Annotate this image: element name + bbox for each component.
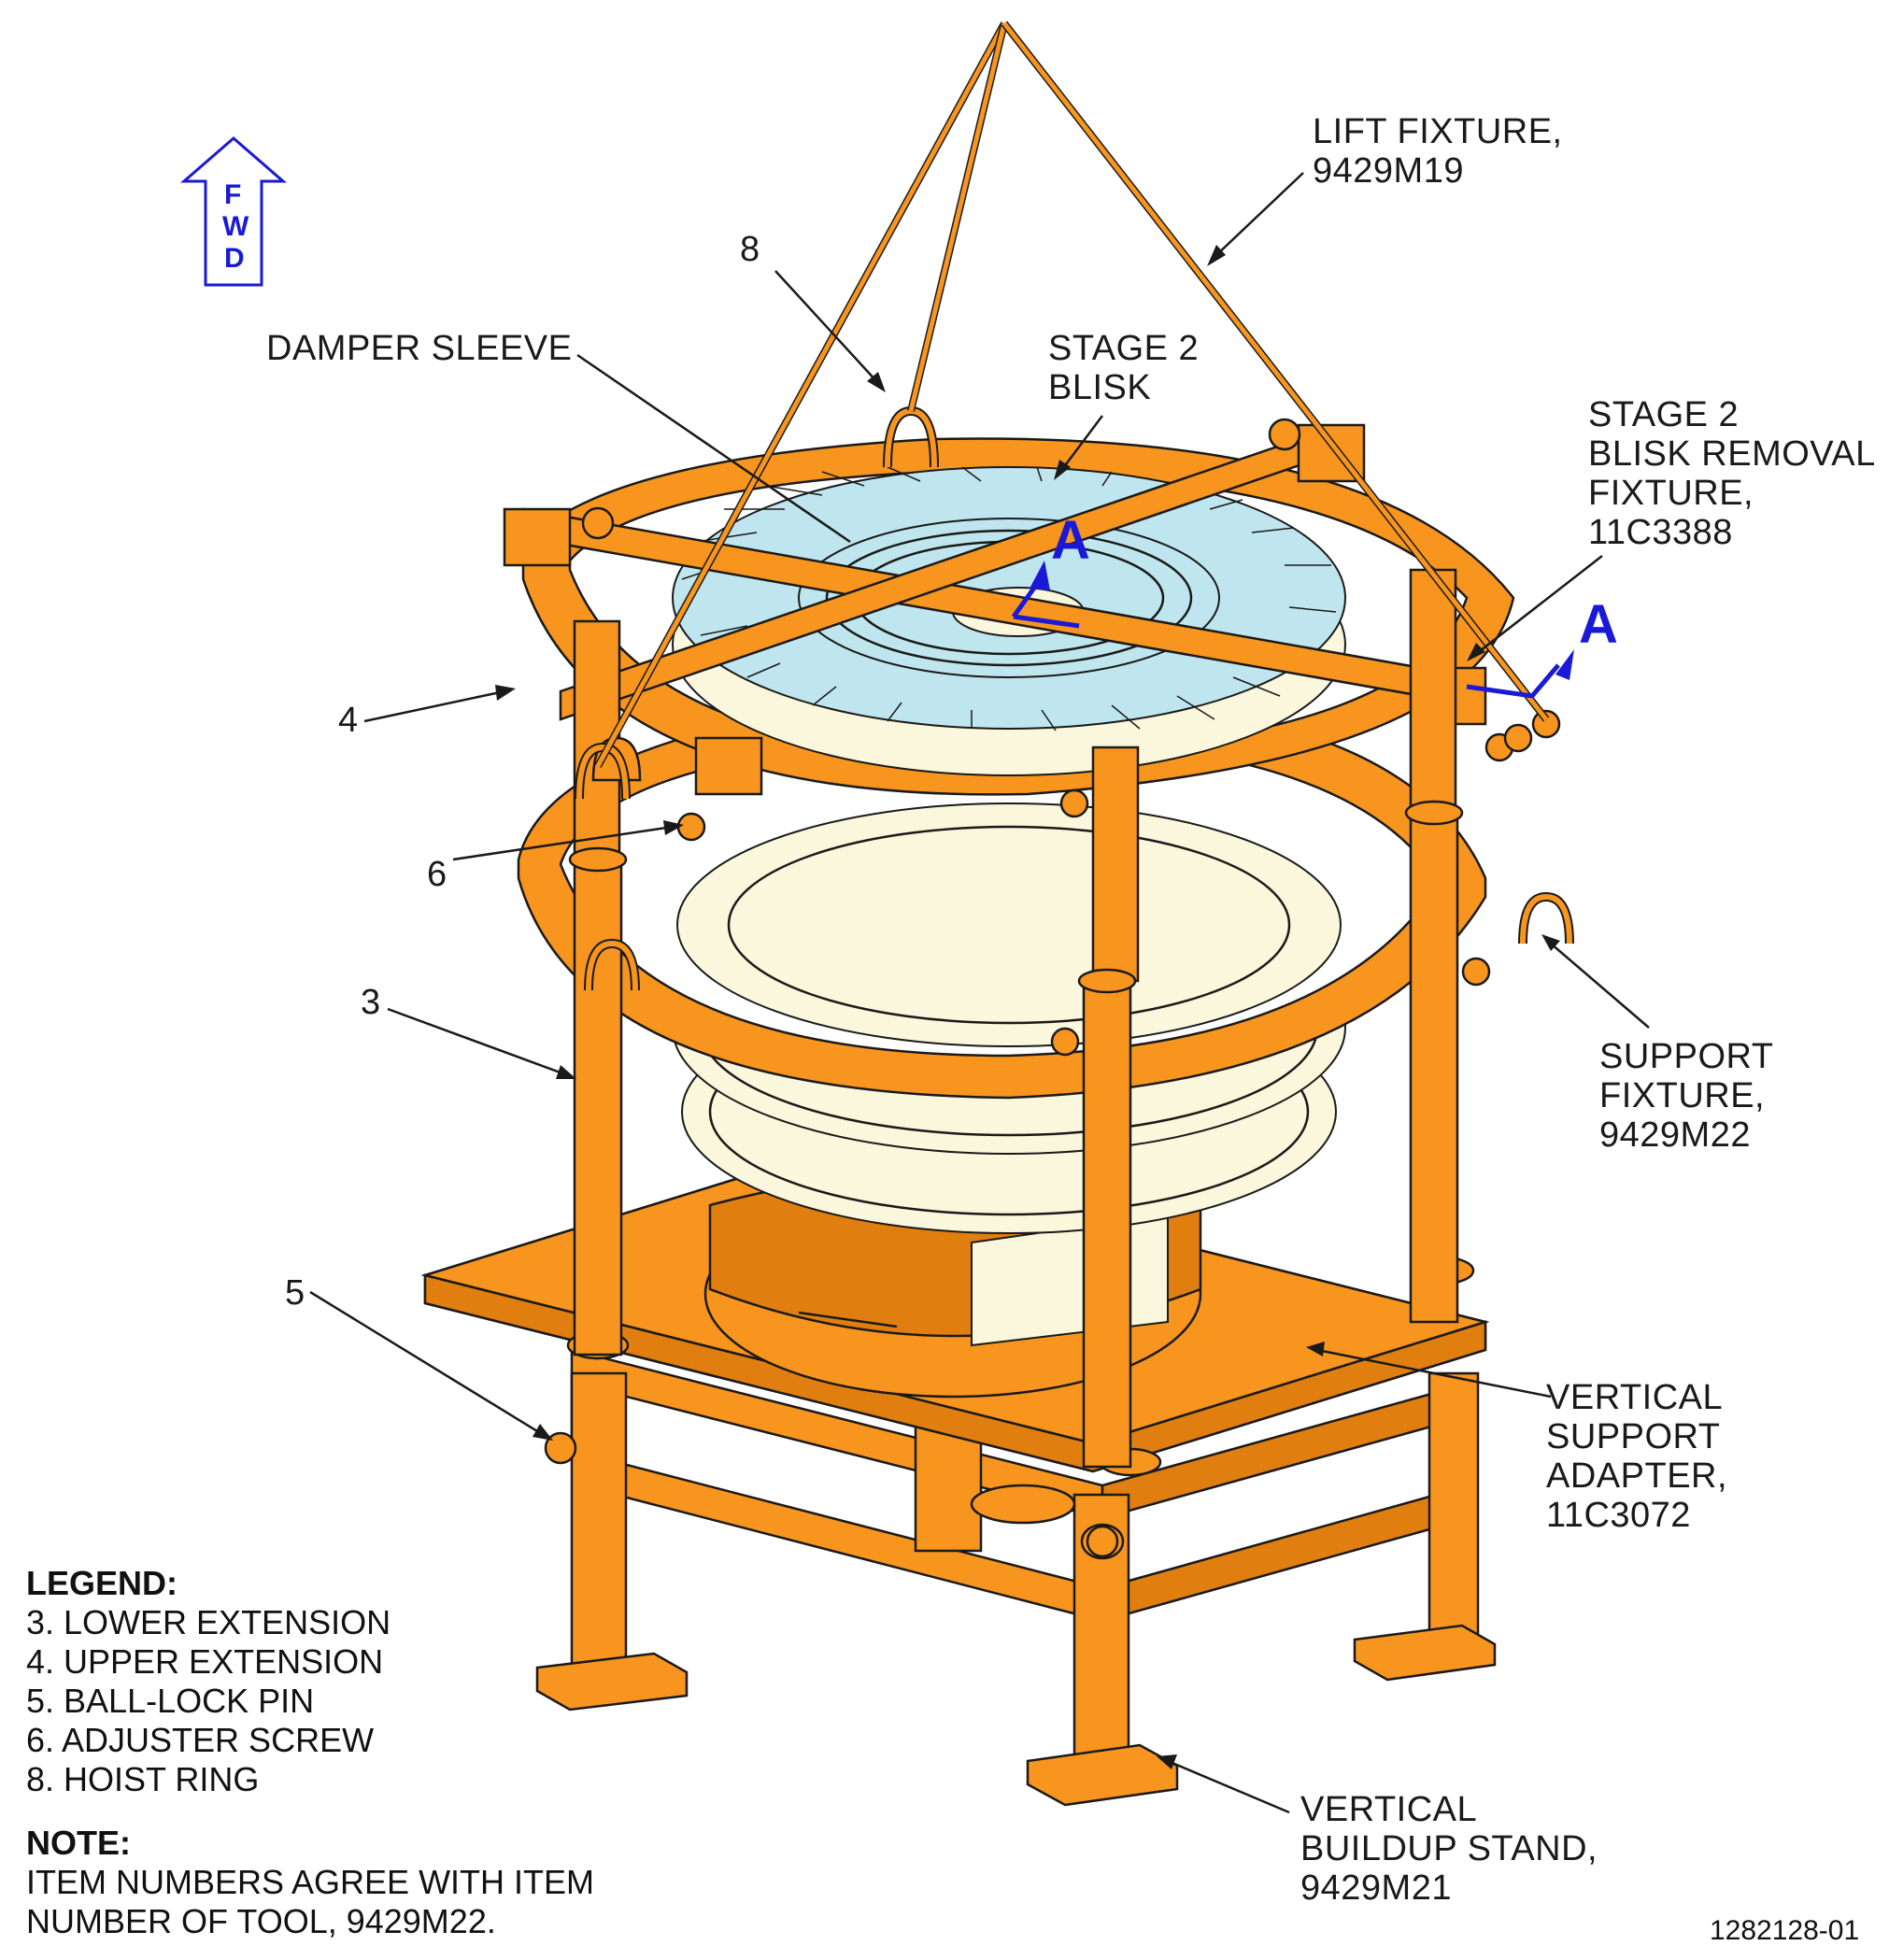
- fwd-letter-d: D: [224, 243, 245, 274]
- callout-item-6: 6: [427, 855, 447, 894]
- legend-item: 6. ADJUSTER SCREW: [26, 1721, 375, 1759]
- leader-lines: [309, 172, 1650, 1814]
- legend-item: 3. LOWER EXTENSION: [26, 1603, 391, 1641]
- note-line: ITEM NUMBERS AGREE WITH ITEM: [26, 1863, 595, 1901]
- figure-id: 1282128-01: [1710, 1915, 1860, 1946]
- callout-item-4: 4: [338, 701, 359, 740]
- label-damper-sleeve: DAMPER SLEEVE: [266, 329, 573, 368]
- knobs: [544, 418, 1561, 1558]
- section-cut-line: [1011, 561, 1574, 699]
- section-marker-a-center: A: [1051, 510, 1090, 571]
- fwd-letter-w: W: [222, 211, 249, 242]
- legend-item: 5. BALL-LOCK PIN: [26, 1682, 315, 1720]
- lift-fixture-cables: [594, 21, 1550, 768]
- vertical-buildup-stand: [535, 1348, 1497, 1807]
- callout-item-8: 8: [740, 230, 760, 269]
- label-lift-fixture: LIFT FIXTURE,9429M19: [1313, 112, 1563, 191]
- support-fixture-lower-ring: [517, 693, 1487, 1100]
- note-line: NUMBER OF TOOL, 9429M22.: [26, 1902, 496, 1940]
- fwd-letter-f: F: [224, 179, 242, 210]
- fwd-arrow-icon: [179, 136, 288, 287]
- section-marker-a-right: A: [1579, 594, 1618, 655]
- legend-title: LEGEND:: [26, 1564, 178, 1602]
- legend-item: 8. HOIST RING: [26, 1760, 260, 1798]
- note-title: NOTE:: [26, 1824, 131, 1862]
- legend-item: 4. UPPER EXTENSION: [26, 1642, 384, 1681]
- callout-item-5: 5: [285, 1273, 305, 1313]
- callout-item-3: 3: [361, 983, 381, 1022]
